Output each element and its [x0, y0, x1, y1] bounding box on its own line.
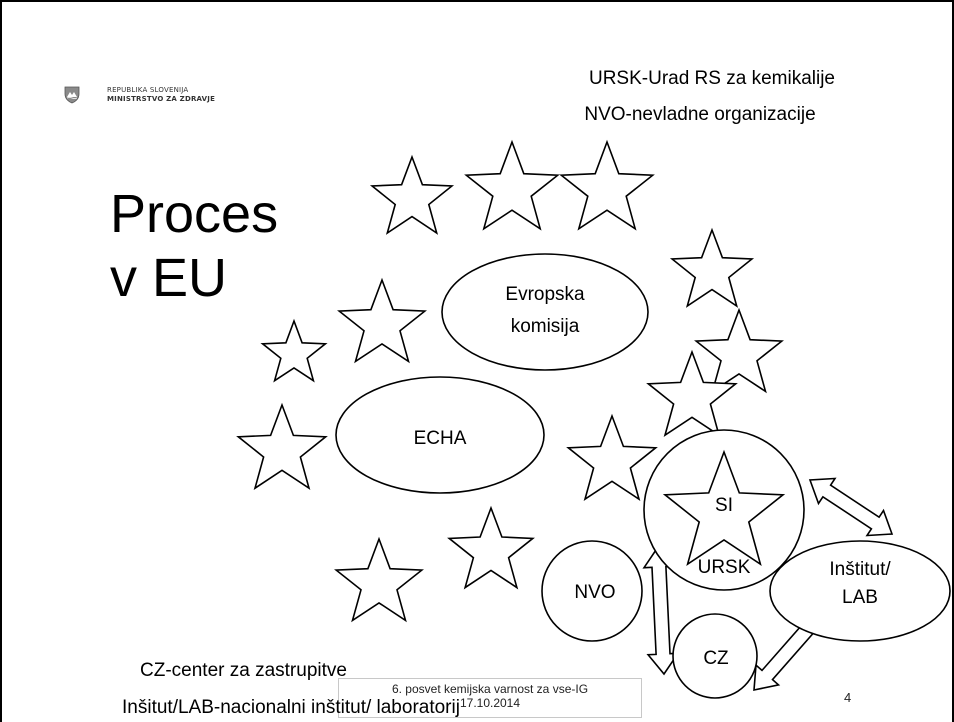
star-icon-2: [464, 139, 560, 231]
logo-line-2: MINISTRSTVO ZA ZDRAVJE: [107, 95, 216, 103]
legend-cz: CZ-center za zastrupitve: [140, 660, 347, 681]
ministry-logo-text: REPUBLIKA SLOVENIJA MINISTRSTVO ZA ZDRAV…: [107, 86, 215, 104]
star-icon-8: [646, 349, 738, 438]
echa-label: ECHA: [414, 428, 467, 449]
institut-label-line2: LAB: [842, 587, 878, 608]
institut-label-line1: Inštitut/: [829, 559, 891, 580]
cz-label: CZ: [703, 648, 729, 669]
slide-title: Proces v EU: [110, 182, 278, 310]
node-evropska-komisija: [441, 253, 649, 371]
logo-line-1: REPUBLIKA SLOVENIJA: [107, 86, 189, 94]
node-institut-lab: [769, 540, 951, 642]
footer-event: 6. posvet kemijska varnost za vse-IG: [391, 682, 589, 696]
coat-of-arms-icon: [64, 86, 80, 104]
ursk-label: URSK: [698, 557, 751, 578]
evropska-label-line2: komisija: [511, 316, 580, 337]
legend-institut: Inšitut/LAB-nacionalni inštitut/ laborat…: [122, 697, 460, 718]
nvo-label: NVO: [574, 582, 615, 603]
star-icon-1: [369, 154, 455, 235]
star-icon-7: [694, 307, 784, 394]
footer-event-box: 6. posvet kemijska varnost za vse-IG 17.…: [338, 678, 642, 718]
legend-ursk: URSK-Urad RS za kemikalije: [588, 68, 835, 89]
star-icon-10: [566, 413, 658, 502]
star-icon-12: [334, 536, 424, 623]
slide-number: 4: [844, 690, 852, 705]
nodes-group: [335, 253, 951, 699]
node-nvo: [541, 540, 643, 642]
legend-nvo: NVO-nevladne organizacije: [584, 104, 816, 125]
node-cz: [672, 613, 758, 699]
star-icon-4: [669, 227, 755, 308]
star-icon-si: [662, 449, 786, 567]
star-icon-5: [337, 277, 427, 364]
star-icon-13: [447, 505, 535, 590]
si-label: SI: [715, 495, 733, 516]
node-echa: [335, 376, 545, 494]
footer-date: 17.10.2014: [459, 696, 521, 710]
node-labels-group: Evropska komisija ECHA SI URSK Inštitut/…: [414, 284, 892, 669]
evropska-label-line1: Evropska: [505, 284, 585, 305]
star-icon-9: [236, 402, 328, 491]
title-line-2: v EU: [110, 248, 228, 308]
star-icon-6: [260, 318, 328, 383]
star-icon-3: [559, 139, 655, 231]
arrow-si-to-institut: [808, 477, 894, 537]
title-line-1: Proces: [110, 184, 279, 244]
